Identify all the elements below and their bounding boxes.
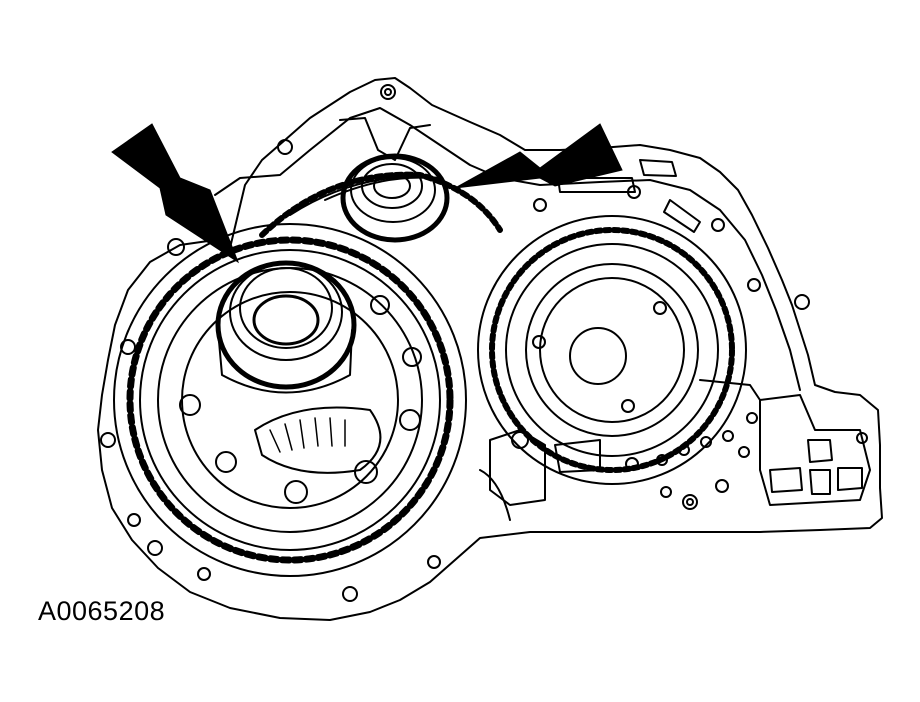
arrow-left <box>111 123 240 264</box>
pinion-window <box>254 406 382 474</box>
valve-body-passages <box>479 379 871 521</box>
arrow-right <box>454 123 623 189</box>
figure-reference-code: A0065208 <box>38 596 166 626</box>
intermediate-bearing <box>340 153 450 243</box>
differential-ring-gear <box>113 223 467 577</box>
case-flange-line <box>214 107 801 391</box>
differential-bearing <box>215 260 357 394</box>
right-gear <box>477 215 747 485</box>
differential-case-holes <box>179 295 422 504</box>
case-outline <box>97 77 883 621</box>
